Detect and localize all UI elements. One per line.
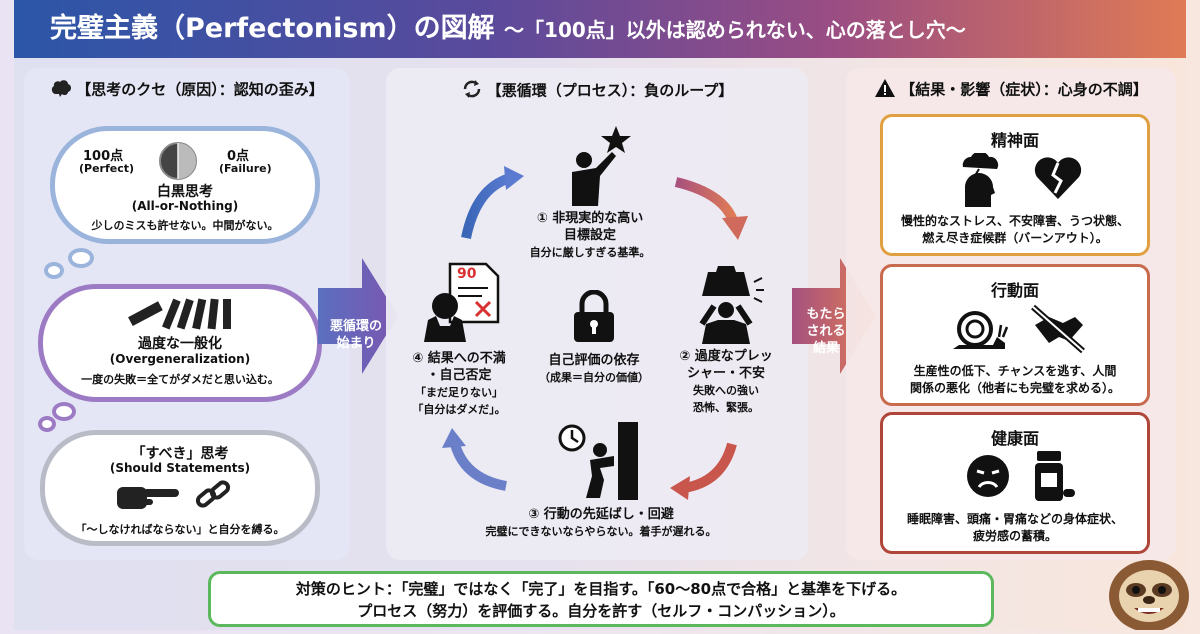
result-health-desc: 睡眠障害、頭痛・胃痛などの身体症状、 疲労感の蓄積。 [906,512,1123,543]
step-2-desc: 失敗への強い 恐怖、緊張。 [693,384,759,414]
countermeasure-hint: 対策のヒント：「完璧」ではなく「完了」を目指す。「60～80点で合格」と基準を下… [208,571,994,627]
loop-header-text: 【悪循環（プロセス）：負のループ】 [486,81,734,100]
arrow-results-label: もたら される 結果 [806,307,846,356]
procrastination-icon [556,420,640,504]
score-0-en: (Failure) [219,162,272,175]
cloud2-title: 過度な一般化 [138,336,222,352]
cloud1-desc: 少しのミスも許せない。中間がない。 [91,219,279,232]
thought-bubble [52,402,76,421]
loop-header: 【悪循環（プロセス）：負のループ】 [386,78,808,104]
reaching-star-icon [556,122,636,212]
hint-line-2: プロセス（努力）を評価する。自分を許す（セルフ・コンパッション）。 [357,602,845,620]
cloud-overgeneralization: 過度な一般化 (Overgeneralization) 一度の失敗＝全てがダメだ… [38,284,322,402]
cloud2-desc: 一度の失敗＝全てがダメだと思い込む。 [81,373,279,386]
medicine-bottle-icon [1033,449,1077,507]
warning-icon [874,78,896,102]
causes-header: 【思考のクセ（原因）：認知の歪み】 [24,78,350,102]
step-3: ③ 行動の先延ばし・回避 完璧にできないならやらない。着手が遅れる。 [456,506,746,540]
causes-header-text: 【思考のクセ（原因）：認知の歪み】 [76,80,324,99]
test-paper-icon: 90 [448,262,500,328]
step-2-title: ② 過度なプレッ シャー・不安 [679,349,773,381]
cycle-icon [461,78,483,104]
center-title: 自己評価の依存 [548,353,640,368]
cloud3-desc: 「～しなければならない」と自分を縛る。 [75,523,285,536]
result-behavior-title: 行動面 [990,281,1039,300]
result-mental-desc: 慢性的なストレス、不安障害、うつ状態、 燃え尽き症候群（バーンアウト）。 [900,214,1129,245]
cloud3-title-en: (Should Statements) [109,461,251,475]
chain-icon [193,477,233,519]
head-in-hands-icon [420,290,470,346]
title-main: 完璧主義（Perfectonism）の図解 [50,13,495,44]
thought-bubble [68,248,94,268]
result-mental: 精神面 慢性的なストレス、不安障害、うつ状態、 燃え尽き症候群（バーンアウト）。 [880,114,1150,256]
score-100-label: 100点 [83,149,124,164]
result-health-title: 健康面 [990,429,1039,448]
hint-line-1: 対策のヒント：「完璧」ではなく「完了」を目指す。「60～80点で合格」と基準を下… [295,580,907,598]
center-desc: （成果＝自分の価値） [539,371,649,384]
score-100-en: (Perfect) [79,162,135,175]
cloud3-title: 「すべき」思考 [131,446,229,462]
cloud1-title: 白黒思考 [157,184,213,200]
step-1: ① 非現実的な高い 目標設定 自分に厳しすぎる基準。 [510,210,670,261]
arrow-start-loop-label: 悪循環の 始まり [329,319,382,351]
cloud2-title-en: (Overgeneralization) [109,352,251,366]
step-4-title: ④ 結果への不満 ・自己否定 [412,351,506,383]
title-sub: ～「100点」以外は認められない、心の落とし穴～ [504,18,966,42]
yin-yang-icon [158,141,198,185]
center-self-worth: 自己評価の依存 （成果＝自分の価値） [524,352,664,386]
results-header: 【結果・影響（症状）：心身の不調】 [846,78,1176,102]
cloud-all-or-nothing: 100点 (Perfect) 0点 (Failure) 白黒思考 (All-or… [50,126,320,244]
step-4: ④ 結果への不満 ・自己否定 「まだ足りない」 「自分はダメだ」。 [392,350,526,418]
step-2: ② 過度なプレッ シャー・不安 失敗への強い 恐怖、緊張。 [666,348,786,416]
snail-icon [949,307,1009,355]
thought-bubble [38,416,56,432]
result-mental-title: 精神面 [990,131,1039,150]
step-3-desc: 完璧にできないならやらない。着手が遅れる。 [485,525,717,538]
brain-icon [50,78,72,102]
sloth-mascot-icon [1104,548,1194,634]
weight-pressure-icon [688,262,768,350]
test-paper-score: 90 [457,266,477,282]
padlock-icon [572,289,616,348]
cloud1-title-en: (All-or-Nothing) [131,199,239,213]
step-3-title: ③ 行動の先延ばし・回避 [528,507,674,522]
broken-heart-icon [1033,155,1083,205]
result-behavior-desc: 生産性の低下、チャンスを逃す、人間 関係の悪化（他者にも完璧を求める）。 [909,364,1120,395]
sad-face-icon [965,453,1011,503]
cloud-should-statements: 「すべき」思考 (Should Statements) 「～しなければならない」… [40,430,320,546]
result-health: 健康面 睡眠障害、頭痛・胃痛などの身体症状、 疲労感の蓄積。 [880,412,1150,554]
pointing-hand-icon [115,479,181,517]
thought-bubble [44,262,64,279]
dominoes-icon [125,295,245,335]
step-1-desc: 自分に厳しすぎる基準。 [529,246,651,259]
score-0-label: 0点 [227,149,250,164]
stress-head-icon [955,151,1005,211]
results-header-text: 【結果・影響（症状）：心身の不調】 [900,80,1148,99]
page-title: 完璧主義（Perfectonism）の図解 ～「100点」以外は認められない、心… [14,0,1186,58]
no-handshake-icon [1029,303,1087,359]
result-behavior: 行動面 生産性の低下、チャンスを逃す、人間 関係の悪化（他者にも完璧を求める）。 [880,264,1150,406]
arrow-start-loop [318,258,398,378]
loop-arrows [442,166,748,500]
step-4-desc: 「まだ足りない」 「自分はダメだ」。 [412,386,506,416]
step-1-title: ① 非現実的な高い 目標設定 [536,211,644,243]
